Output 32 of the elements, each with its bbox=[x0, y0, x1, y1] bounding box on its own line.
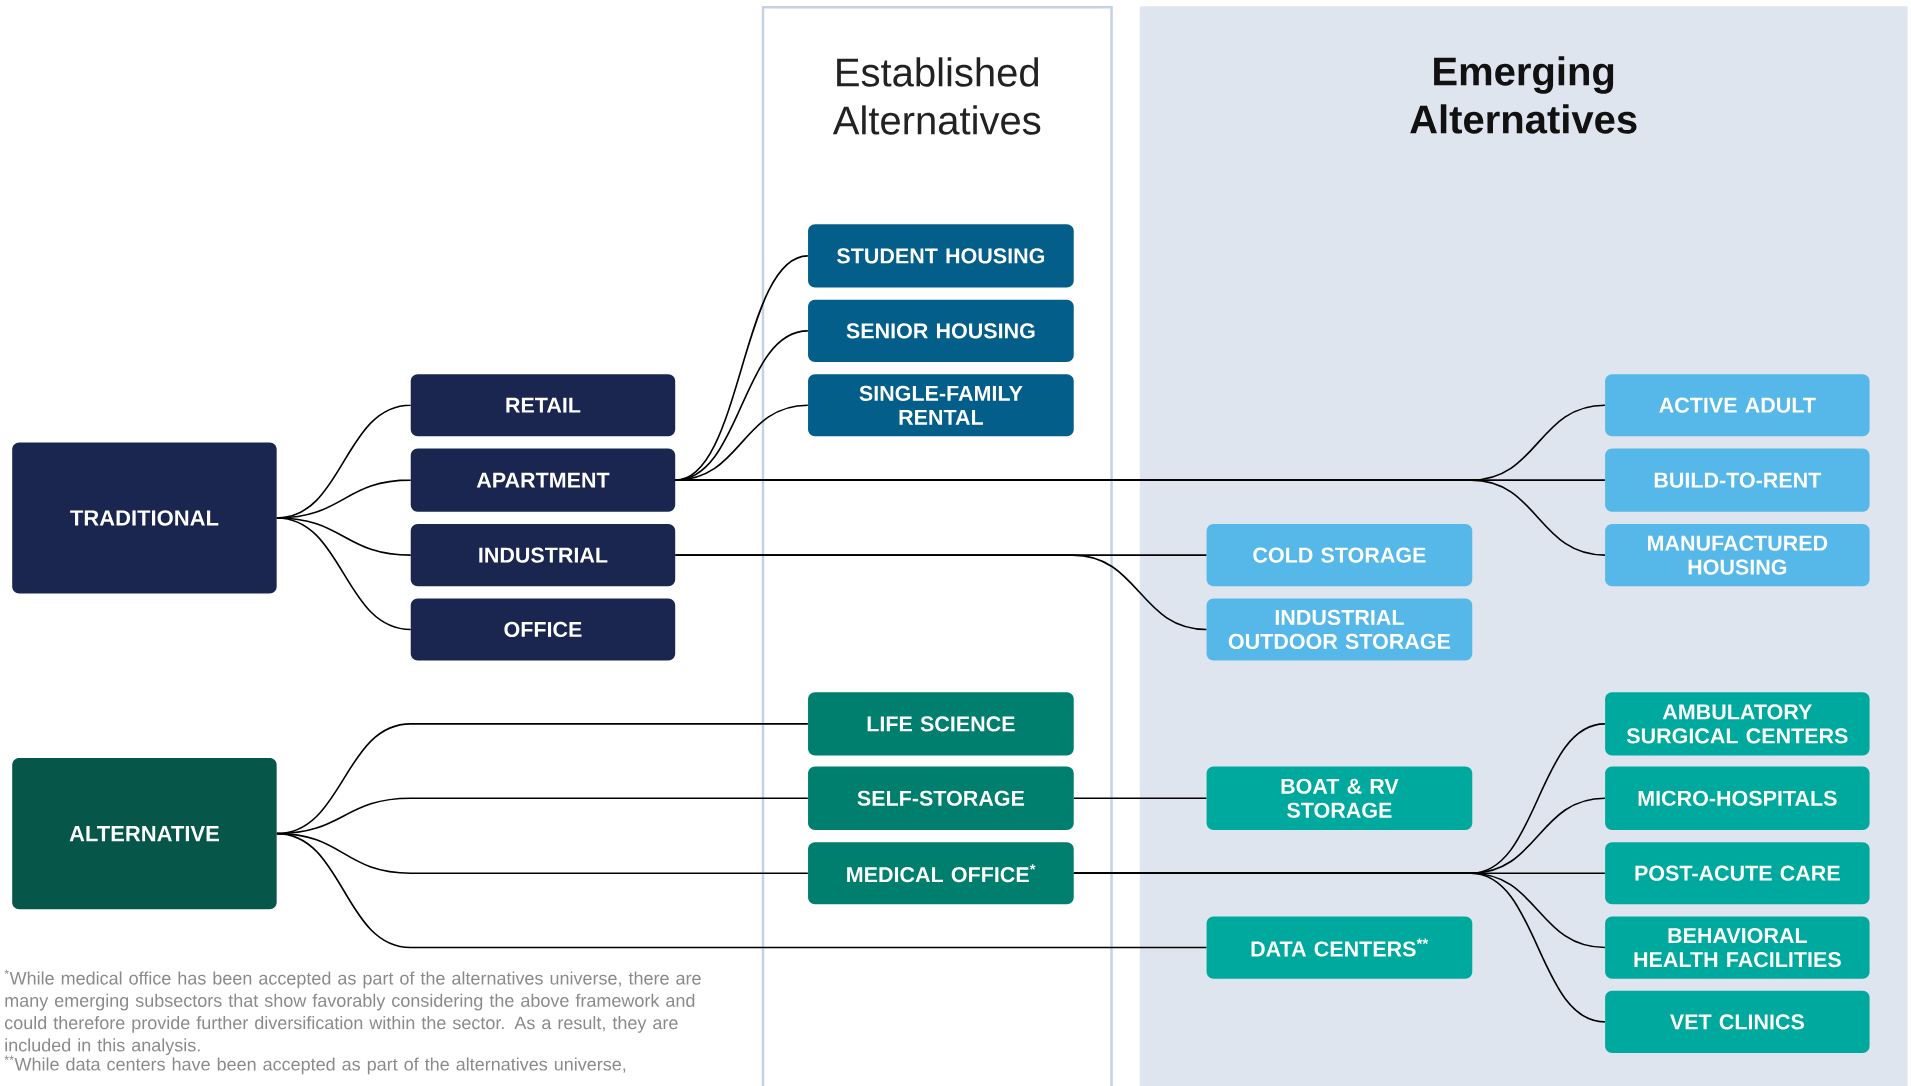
sector-box: AMBULATORY SURGICAL CENTERS bbox=[1605, 692, 1870, 756]
connector-line bbox=[674, 554, 1208, 631]
sector-box: SELF-STORAGE bbox=[808, 766, 1074, 830]
sector-box: DATA CENTERS$^{**}$ bbox=[1206, 916, 1473, 979]
sector-box: BOAT & RV STORAGE bbox=[1206, 766, 1473, 830]
sector-box: RETAIL bbox=[410, 374, 676, 437]
sector-box: INDUSTRIAL bbox=[410, 524, 676, 587]
category-box: ALTERNATIVE bbox=[12, 758, 277, 910]
connector-line bbox=[276, 517, 412, 631]
category-box: TRADITIONAL bbox=[12, 442, 277, 594]
connector-line bbox=[276, 832, 1208, 949]
sector-box: BEHAVIORAL HEALTH FACILITIES bbox=[1605, 916, 1870, 979]
connector-line bbox=[1073, 797, 1208, 800]
sector-box: MEDICAL OFFICE$^{*}$ bbox=[808, 842, 1074, 905]
sector-box: STUDENT HOUSING bbox=[808, 224, 1074, 288]
sector-box: SENIOR HOUSING bbox=[808, 299, 1074, 362]
sector-box: SINGLE-FAMILY RENTAL bbox=[808, 374, 1074, 437]
sector-box: LIFE SCIENCE bbox=[808, 692, 1074, 756]
connector-line bbox=[1073, 872, 1606, 1023]
sector-box: APARTMENT bbox=[410, 448, 676, 512]
footnote: $^{**}$While data centers have been accepted as part of the alternatives universe, bbox=[4, 1055, 626, 1075]
sector-box: MICRO-HOSPITALS bbox=[1605, 766, 1870, 830]
sector-box: MANUFACTURED HOUSING bbox=[1605, 524, 1870, 587]
sector-box: ACTIVE ADULT bbox=[1605, 374, 1870, 437]
sector-box: COLD STORAGE bbox=[1206, 524, 1473, 587]
sector-box: BUILD-TO-RENT bbox=[1605, 448, 1870, 512]
sector-box: OFFICE bbox=[410, 598, 676, 661]
connector-line bbox=[674, 479, 1606, 556]
sector-box: INDUSTRIAL OUTDOOR STORAGE bbox=[1206, 598, 1473, 661]
footnote: $^{*}$While medical office has been accepted as part of the alternatives universe, there are many emerging subsectors that show favorably considering the above framework and could therefore provide further diversification within the sector. As a result, they are included in this analysis. bbox=[4, 969, 701, 1056]
sector-box: POST-ACUTE CARE bbox=[1605, 842, 1870, 905]
sector-box: VET CLINICS bbox=[1605, 990, 1870, 1053]
